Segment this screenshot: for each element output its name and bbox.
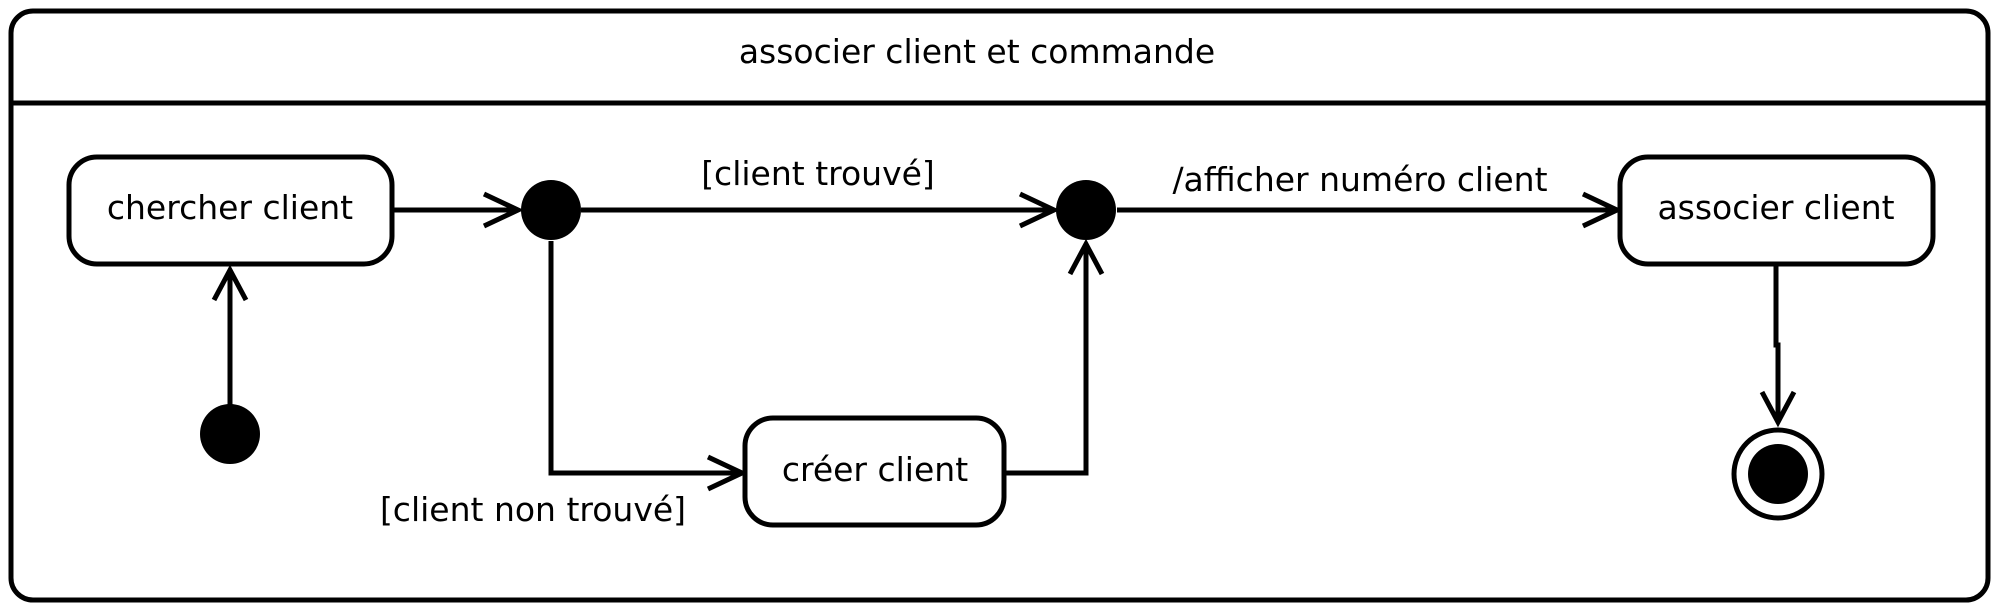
transition-associer-to-final [1773,265,1781,422]
composite-state: associer client et commande [8,8,1991,603]
transition-client-non-trouve [548,241,742,476]
arrowhead-chercher-up [211,264,249,302]
composite-state-title: associer client et commande [739,32,1215,71]
state-creer-client: créer client [742,415,1007,528]
composite-state-frame [8,8,1991,603]
state-box [742,415,1007,528]
arrowhead-associer [1581,191,1623,229]
state-label: chercher client [107,188,353,227]
choice-node-1 [521,180,581,240]
arrowhead-choice2 [1018,191,1060,229]
arrowhead-final [1759,390,1797,428]
state-label: créer client [782,450,968,489]
transitions [211,191,1797,492]
arrowhead-choice1 [482,191,524,229]
choice-node-2 [1056,180,1116,240]
action-afficher-numero: /afficher numéro client [1172,160,1547,199]
state-chercher-client: chercher client [66,154,395,267]
initial-node [200,404,260,464]
final-node [1731,427,1825,521]
guard-client-trouve: [client trouvé] [701,154,935,193]
state-box [66,154,395,267]
state-box [1617,154,1936,267]
transition-creer-to-choice [1005,244,1089,476]
state-label: associer client [1657,188,1894,227]
final-node-dot [1748,444,1808,504]
state-associer-client: associer client [1617,154,1936,267]
arrowhead-choice2-up [1067,238,1105,276]
arrowhead-creer [706,454,748,492]
guard-client-non-trouve: [client non trouvé] [380,490,686,529]
